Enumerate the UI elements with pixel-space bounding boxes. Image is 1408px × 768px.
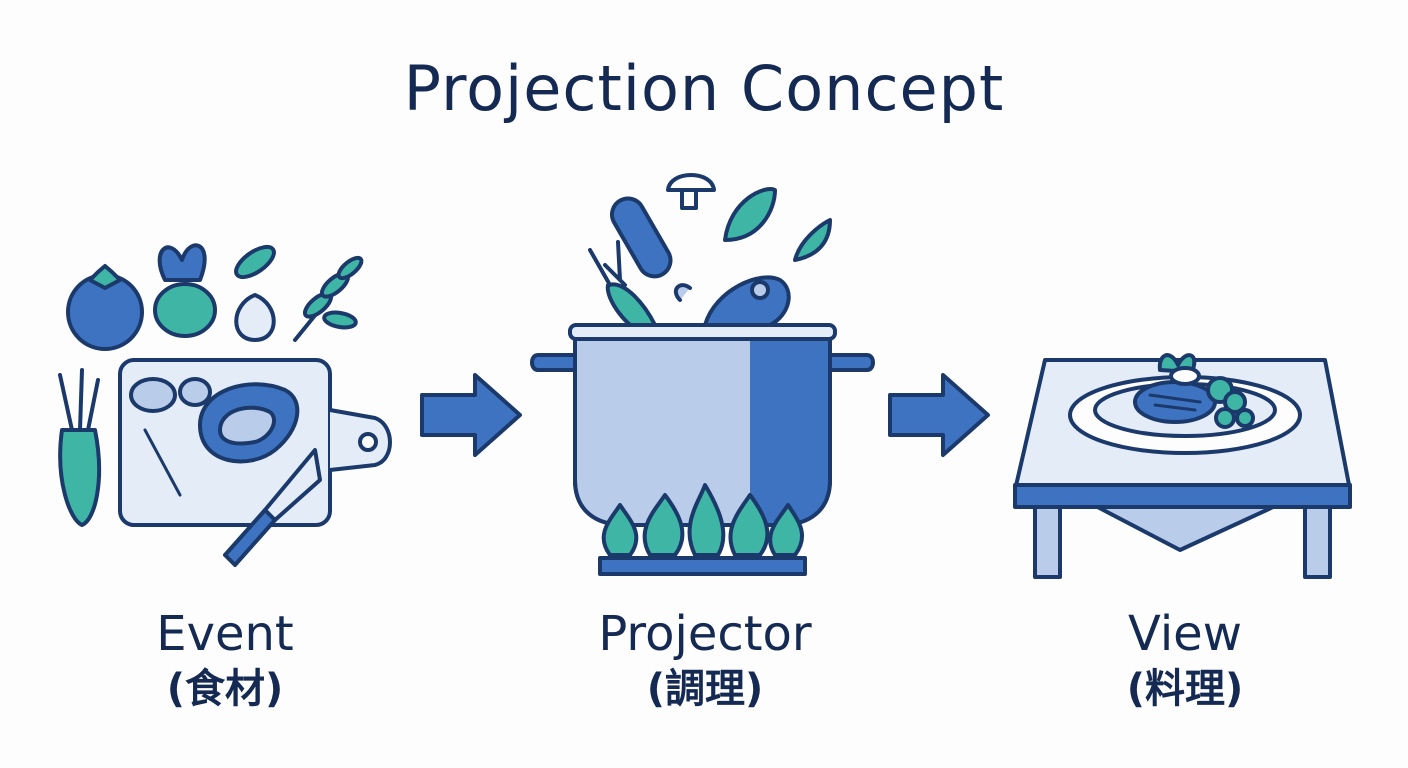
- right-arrow-icon: [888, 373, 990, 457]
- plated-dish-table-icon: [1013, 353, 1352, 579]
- stage-projector: Projector (調理): [530, 173, 880, 712]
- stage-projector-subtitle: (調理): [646, 666, 764, 712]
- diagram-title: Projection Concept: [403, 52, 1005, 125]
- stage-projector-title: Projector: [598, 606, 812, 662]
- stage-view-subtitle: (料理): [1126, 666, 1244, 712]
- cooking-pot-icon: [530, 173, 875, 576]
- stage-event-title: Event: [156, 606, 294, 662]
- stage-view-title: View: [1128, 606, 1242, 662]
- stage-event: Event (食材): [50, 180, 400, 712]
- stage-event-subtitle: (食材): [166, 666, 284, 712]
- stage-view: View (料理): [1010, 180, 1360, 712]
- stage-event-label: Event (食材): [75, 605, 375, 715]
- stage-projector-label: Projector (調理): [530, 605, 880, 715]
- stage-view-label: View (料理): [1035, 605, 1335, 715]
- ingredients-cutting-board-icon: [58, 243, 392, 567]
- right-arrow-icon: [420, 373, 522, 457]
